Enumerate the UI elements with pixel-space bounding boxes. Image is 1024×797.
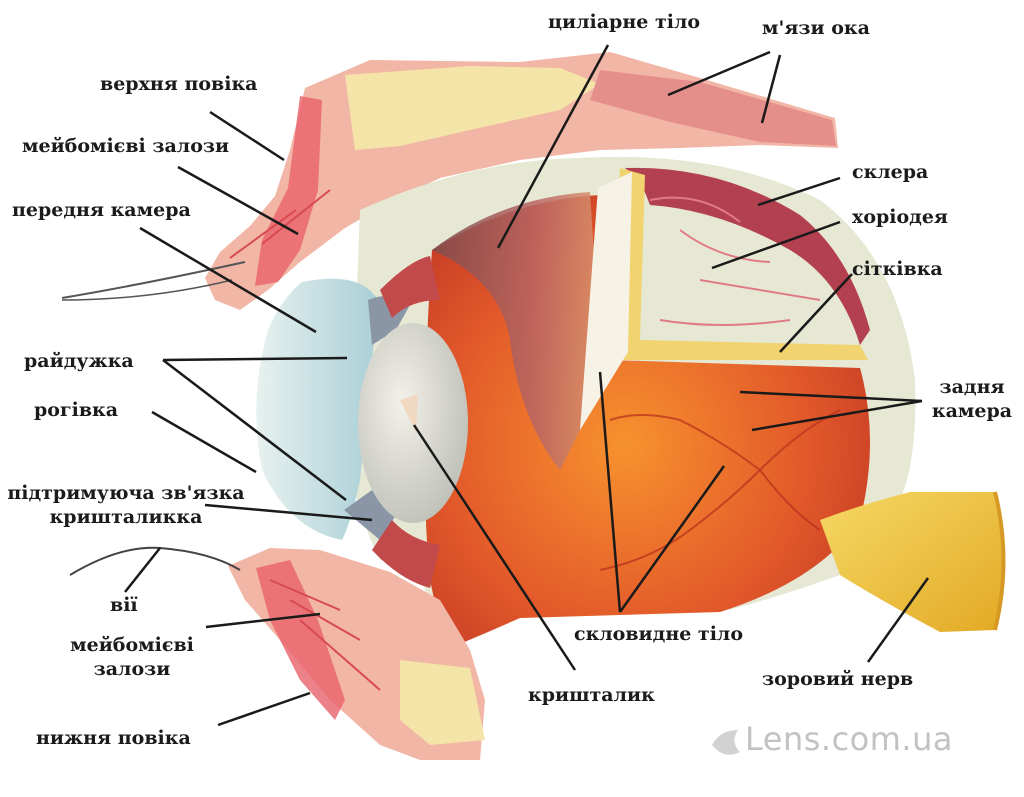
choroid-vessels [649,196,821,326]
label-lashes: вії [110,594,138,616]
label-meibomian-upper: мейбомієві залози [22,135,230,157]
cut-panel [580,172,632,430]
label-iris: райдужка [24,350,134,372]
label-zonule: підтримуюча зв'язка кришталикка [6,481,246,529]
label-sclera: склера [852,161,929,183]
upper-eyelash [61,261,246,299]
upper-eyelash-2 [61,279,233,301]
lower-eyelid-tissue [228,548,485,760]
leader-iris-1 [162,356,348,362]
leader-meibomian-upper [177,165,299,236]
choroid-layer [625,167,870,345]
label-vitreous-body: скловидне тіло [574,623,743,645]
label-lens: кришталик [528,684,655,706]
leader-lower-eyelid [217,691,311,727]
label-anterior-chamber: передня камера [12,199,191,221]
leader-zonule [204,503,373,522]
label-lower-eyelid: нижня повіка [36,727,191,749]
upper-eyelid-tissue [205,52,838,310]
leader-anterior-chamber [139,226,317,334]
label-meibomian-lower-line1: мейбомієві [70,634,194,656]
label-optic-nerve: зоровий нерв [762,668,914,690]
leader-vitreous-2 [618,465,726,613]
label-choroid: хоріодея [852,206,948,228]
label-posterior-chamber: задня камера [927,375,1017,423]
ciliary-bundles [372,256,440,588]
leader-cornea [151,410,257,474]
label-posterior-chamber-line1: задня [939,376,1005,398]
label-eye-muscles: м'язи ока [762,17,870,39]
label-posterior-chamber-line2: камера [931,400,1013,422]
label-meibomian-lower-line2: залози [93,658,171,680]
retinal-vessels [599,409,841,571]
lower-eyelash [69,546,241,576]
leader-lashes [124,547,161,593]
leader-choroid [711,220,841,270]
retina-layer [615,168,868,360]
optic-nerve-shape [820,492,1003,632]
leader-ciliary-body [496,44,610,249]
watermark-logo-icon [712,730,740,755]
label-meibomian-lower: мейбомієві залози [62,633,202,681]
label-retina: сітківка [852,258,943,280]
leader-lens [412,424,577,671]
leader-iris-2 [162,359,347,501]
leader-upper-eyelid [209,110,285,162]
label-cornea: рогівка [34,399,119,421]
label-ciliary-body: циліарне тіло [548,11,701,33]
watermark-text: Lens.com.ua [745,720,953,758]
label-zonule-line2: кришталикка [49,506,203,528]
leader-optic-nerve [866,577,930,663]
leader-vitreous-1 [598,371,622,613]
leader-eye-muscle-2 [760,54,782,124]
leader-eye-muscle-1 [667,50,771,97]
label-upper-eyelid: верхня повіка [100,73,258,95]
cornea-shape [256,278,378,540]
leader-posterior-2 [751,399,923,432]
leader-sclera [757,176,841,207]
leader-retina [779,273,853,353]
leader-meibomian-lower [205,612,321,629]
inner-posterior-surface [432,192,600,470]
label-zonule-line1: підтримуюча зв'язка [7,482,245,504]
leader-posterior-1 [739,390,923,403]
leader-lines [124,44,930,727]
